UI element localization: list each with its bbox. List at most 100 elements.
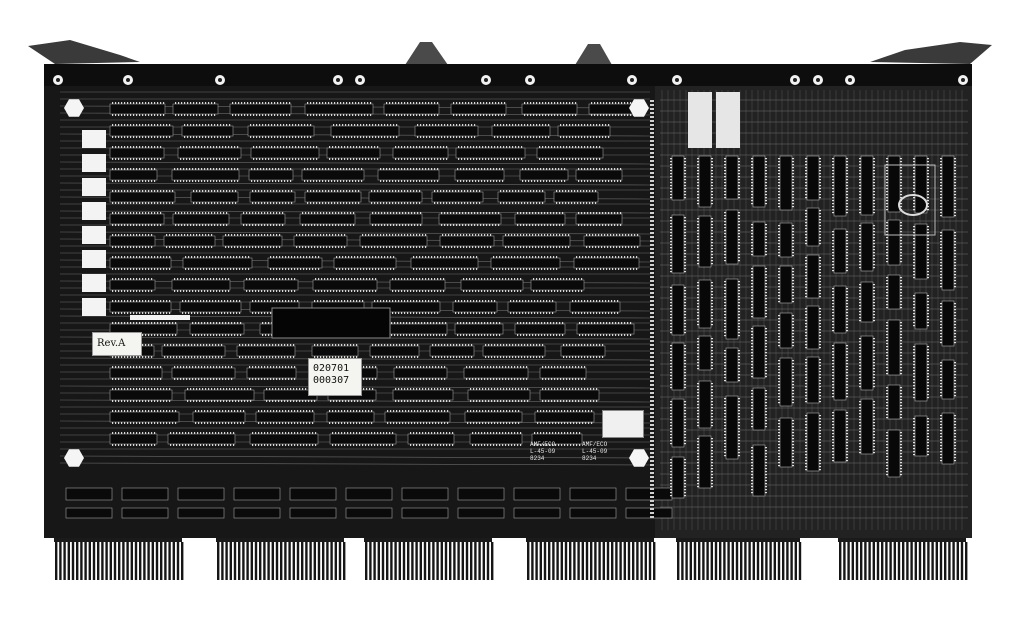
ic-pin [236, 268, 237, 270]
ic-pin [225, 158, 226, 160]
ic-pin [496, 444, 497, 446]
ic-pin [352, 202, 353, 204]
ic-pin [355, 180, 356, 182]
ic-pin [230, 444, 231, 446]
ic-pin [411, 378, 412, 380]
ic-pin [151, 212, 152, 214]
ic-pin [415, 334, 416, 336]
ic-pin [526, 212, 527, 214]
ic-pin [533, 202, 534, 204]
ic-pin [518, 388, 519, 390]
ic-pin [521, 388, 522, 390]
ic-pin [587, 180, 588, 182]
ic-pin [200, 312, 201, 314]
ic-pin [264, 234, 265, 236]
ic-pin [554, 378, 555, 380]
ic-pin [268, 146, 269, 148]
ic-pin [556, 234, 557, 236]
ic-pin [574, 202, 575, 204]
ic-pin [670, 443, 672, 444]
ic-chip [168, 434, 235, 444]
ic-pin [243, 224, 244, 226]
ic-pin [177, 366, 178, 368]
ic-pin [584, 344, 585, 346]
ic-pin [711, 338, 713, 339]
ic-pin [193, 136, 194, 138]
ic-pin [581, 158, 582, 160]
ic-pin [518, 190, 519, 192]
ic-pin [485, 400, 486, 402]
ic-pin [311, 212, 312, 214]
ic-pin [613, 246, 614, 248]
ic-pin [186, 158, 187, 160]
ic-pin [404, 300, 405, 302]
ic-pin [684, 223, 686, 224]
ic-pin [386, 246, 387, 248]
ic-pin [381, 256, 382, 258]
ic-pin [445, 334, 446, 336]
ic-pin [142, 234, 143, 236]
ic-pin [422, 278, 423, 280]
ic-pin [587, 212, 588, 214]
ic-pin [190, 124, 191, 126]
ic-pin [112, 202, 113, 204]
ic-pin [404, 168, 405, 170]
ic-pin [541, 322, 542, 324]
ic-pin [148, 444, 149, 446]
ic-pin [527, 190, 528, 192]
ic-pin [684, 235, 686, 236]
ic-pin [596, 312, 597, 314]
ic-pin [235, 202, 236, 204]
ic-pin [551, 378, 552, 380]
ic-pin [565, 202, 566, 204]
ic-pin [484, 444, 485, 446]
ic-pin [219, 322, 220, 324]
ic-pin [472, 246, 473, 248]
ic-pin [581, 378, 582, 380]
ic-pin [136, 146, 137, 148]
ic-pin [606, 322, 607, 324]
ic-pin [502, 256, 503, 258]
ic-pin [365, 444, 366, 446]
ic-pin [196, 212, 197, 214]
ic-pin [302, 400, 303, 402]
ic-pin [124, 444, 125, 446]
ic-pin [503, 356, 504, 358]
ic-pin [203, 312, 204, 314]
ic-pin [482, 410, 483, 412]
ic-pin [505, 378, 506, 380]
ic-pin [670, 495, 672, 496]
ic-pin [483, 114, 484, 116]
ic-pin [209, 432, 210, 434]
ic-pin [697, 486, 699, 487]
ic-pin [237, 322, 238, 324]
ic-pin [419, 432, 420, 434]
ic-pin [510, 312, 511, 314]
ic-pin [166, 190, 167, 192]
ic-pin [670, 465, 672, 466]
ic-pin [435, 136, 436, 138]
ic-pin [470, 158, 471, 160]
ic-pin [252, 190, 253, 192]
ic-pin [521, 124, 522, 126]
ic-pin [205, 212, 206, 214]
ic-pin [307, 146, 308, 148]
ic-pin [505, 444, 506, 446]
ic-chip [378, 170, 439, 180]
ic-pin [536, 278, 537, 280]
ic-pin [631, 234, 632, 236]
ic-pin [572, 278, 573, 280]
ic-pin [151, 278, 152, 280]
ic-pin [697, 185, 699, 186]
ic-pin [404, 312, 405, 314]
ic-pin [348, 290, 349, 292]
ic-pin [438, 422, 439, 424]
ic-pin [243, 234, 244, 236]
ic-chip [305, 192, 361, 202]
ic-pin [506, 146, 507, 148]
ic-pin [506, 190, 507, 192]
ic-pin [431, 290, 432, 292]
ic-pin [264, 410, 265, 412]
ic-pin [193, 114, 194, 116]
ic-pin [711, 468, 713, 469]
